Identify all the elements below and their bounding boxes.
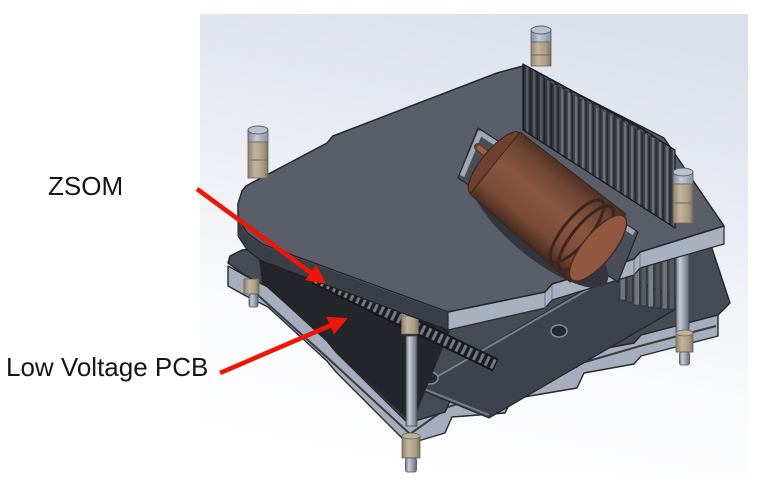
zsom-arrow — [195, 187, 327, 284]
pin-header — [522, 63, 676, 229]
standoffs — [247, 25, 694, 224]
motor-end-cap — [568, 214, 628, 282]
motor-cylinder — [467, 131, 628, 283]
threaded-rod — [405, 335, 418, 427]
top-plate — [237, 63, 725, 331]
foot-right — [675, 329, 694, 366]
mounting-feet — [243, 278, 694, 473]
annotation-arrows — [195, 187, 348, 376]
label-low-voltage-pcb: Low Voltage PCB — [6, 352, 209, 382]
foot-front — [401, 432, 421, 473]
standoff-left — [247, 125, 269, 179]
screw-hole — [550, 324, 568, 338]
standoff-right — [672, 167, 694, 224]
low-voltage-pcb-arrow — [219, 316, 348, 376]
label-zsom: ZSOM — [48, 171, 124, 201]
foot-west — [243, 278, 260, 308]
header-pins-through — [619, 233, 690, 333]
standoff-back — [530, 25, 552, 67]
